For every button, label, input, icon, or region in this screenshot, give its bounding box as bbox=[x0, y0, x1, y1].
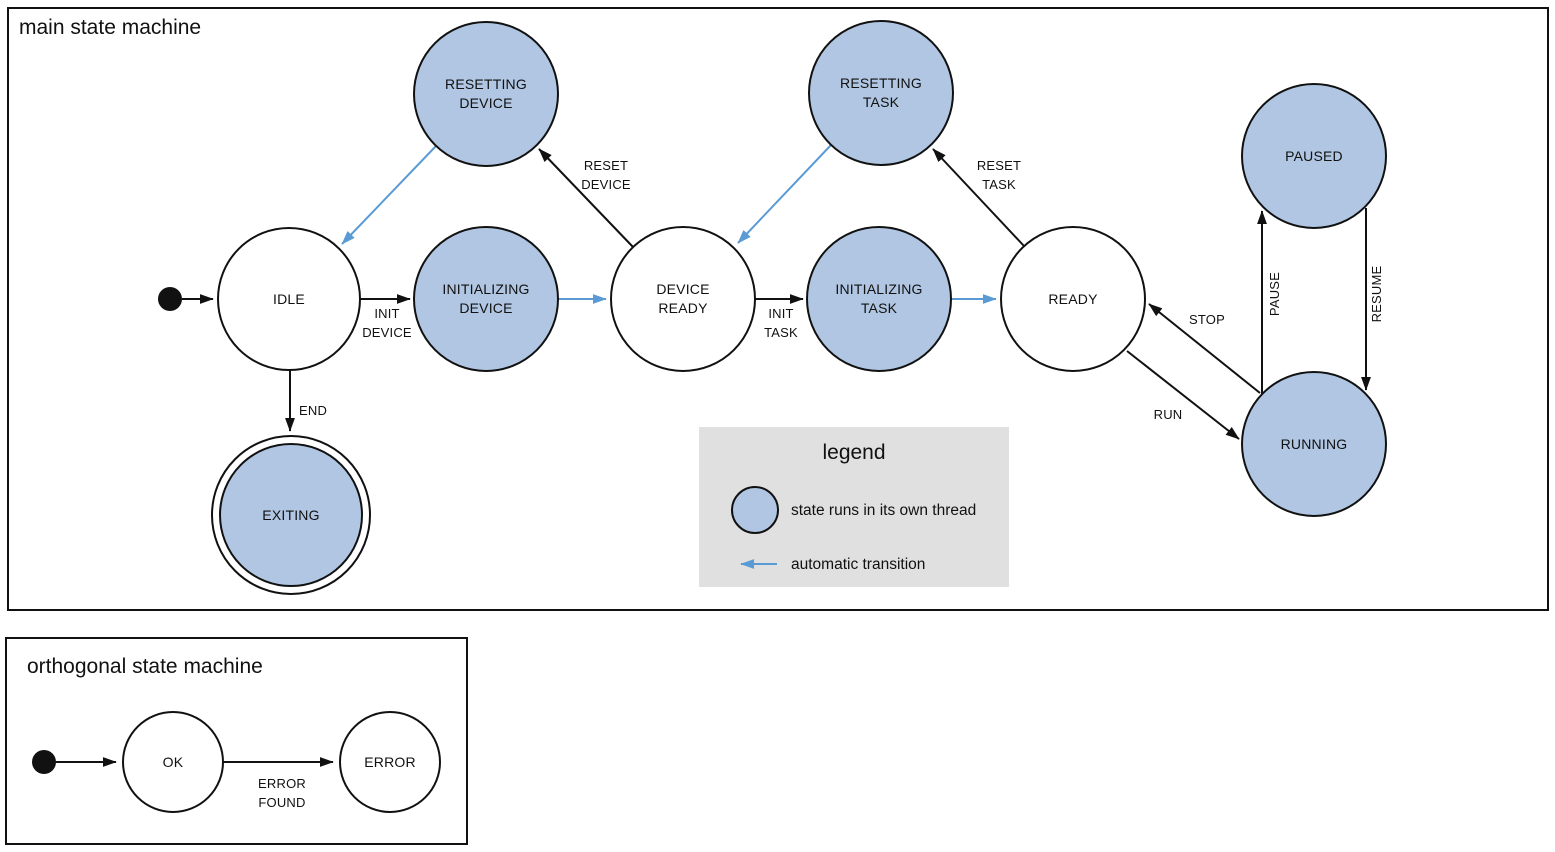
transition-init-task-label-line1: INIT bbox=[768, 306, 793, 321]
legend-box: legend state runs in its own thread auto… bbox=[699, 427, 1009, 587]
state-initializing-device-label-line2: DEVICE bbox=[459, 300, 512, 316]
state-initializing-task-label-line2: TASK bbox=[861, 300, 898, 316]
state-ready-label: READY bbox=[1048, 291, 1098, 307]
transition-reset-device-label-line1: RESET bbox=[584, 158, 628, 173]
state-initializing-task bbox=[806, 226, 952, 372]
auto-transition-resetting-task-to-device-ready bbox=[737, 144, 832, 244]
transition-resume-label: RESUME bbox=[1369, 265, 1384, 322]
state-paused-label: PAUSED bbox=[1285, 148, 1343, 164]
state-exiting bbox=[219, 443, 363, 587]
transition-init-device-label-line2: DEVICE bbox=[362, 325, 412, 340]
orthogonal-state-machine-diagram: orthogonal state machine OK ERROR ERROR … bbox=[5, 637, 468, 845]
main-diagram-border bbox=[7, 7, 1549, 611]
main-diagram-title: main state machine bbox=[19, 16, 201, 39]
legend-title: legend bbox=[822, 441, 885, 464]
transition-device-ready-to-resetting-device bbox=[538, 148, 634, 248]
state-resetting-task-label-line2: TASK bbox=[863, 94, 900, 110]
state-paused bbox=[1241, 83, 1387, 229]
transition-reset-task-label-line1: RESET bbox=[977, 158, 1021, 173]
state-initializing-device bbox=[413, 226, 559, 372]
state-error bbox=[339, 711, 441, 813]
state-running-label: RUNNING bbox=[1281, 436, 1348, 452]
state-ok-label: OK bbox=[163, 754, 184, 770]
transition-error-found-label-line2: FOUND bbox=[258, 795, 305, 810]
transition-error-found-label-line1: ERROR bbox=[258, 776, 306, 791]
state-device-ready bbox=[610, 226, 756, 372]
orthogonal-initial-state-dot bbox=[32, 750, 56, 774]
transition-ready-to-running-run bbox=[1126, 350, 1240, 440]
state-resetting-task bbox=[808, 20, 954, 166]
state-initializing-task-label-line1: INITIALIZING bbox=[835, 281, 922, 297]
state-resetting-task-label-line1: RESETTING bbox=[840, 75, 922, 91]
state-ok bbox=[122, 711, 224, 813]
transition-reset-device-label-line2: DEVICE bbox=[581, 177, 631, 192]
auto-transition-resetting-device-to-idle bbox=[341, 145, 437, 245]
state-resetting-device-label-line1: RESETTING bbox=[445, 76, 527, 92]
transition-running-to-ready-stop bbox=[1148, 303, 1261, 394]
state-running bbox=[1241, 371, 1387, 517]
legend-thread-state-label: state runs in its own thread bbox=[791, 502, 976, 519]
state-idle-label: IDLE bbox=[273, 291, 305, 307]
state-ready bbox=[1000, 226, 1146, 372]
main-state-machine-diagram: main state machine IDLE INITIALIZING DEV… bbox=[7, 7, 1549, 611]
transition-stop-label: STOP bbox=[1189, 312, 1225, 327]
legend-thread-state-icon bbox=[731, 486, 779, 534]
state-resetting-device-label-line2: DEVICE bbox=[459, 95, 512, 111]
state-exiting-label: EXITING bbox=[262, 507, 319, 523]
transition-init-task-label-line2: TASK bbox=[764, 325, 798, 340]
transition-run-label: RUN bbox=[1154, 407, 1183, 422]
state-error-label: ERROR bbox=[364, 754, 416, 770]
transition-ready-to-resetting-task bbox=[932, 148, 1025, 247]
transition-pause-label: PAUSE bbox=[1267, 272, 1282, 316]
state-resetting-device bbox=[413, 21, 559, 167]
initial-state-dot bbox=[158, 287, 182, 311]
transition-reset-task-label-line2: TASK bbox=[982, 177, 1016, 192]
orthogonal-diagram-border bbox=[5, 637, 468, 845]
transition-end-label: END bbox=[299, 403, 327, 418]
transition-init-device-label-line1: INIT bbox=[374, 306, 399, 321]
state-device-ready-label-line1: DEVICE bbox=[656, 281, 709, 297]
state-device-ready-label-line2: READY bbox=[658, 300, 708, 316]
state-initializing-device-label-line1: INITIALIZING bbox=[442, 281, 529, 297]
legend-automatic-transition-label: automatic transition bbox=[791, 556, 925, 573]
state-idle bbox=[217, 227, 361, 371]
orthogonal-diagram-title: orthogonal state machine bbox=[27, 655, 263, 678]
